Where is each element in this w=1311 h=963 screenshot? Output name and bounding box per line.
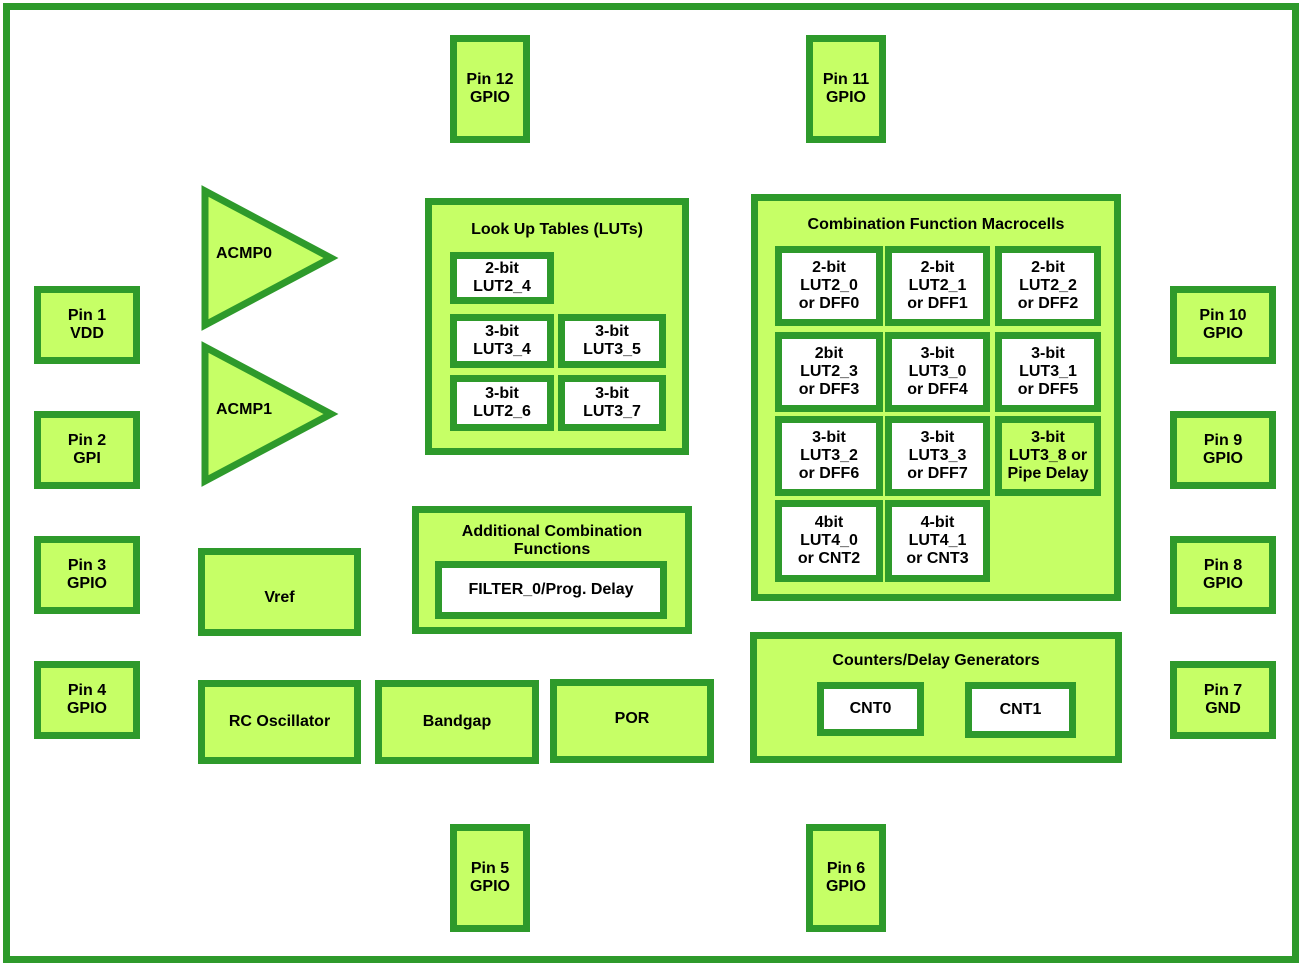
- pin-6: Pin 6 GPIO: [806, 824, 886, 932]
- pin-6-label: Pin 6 GPIO: [825, 860, 866, 895]
- counters-title: Counters/Delay Generators: [832, 652, 1040, 669]
- lut-cell: 3-bit LUT3_4: [450, 314, 554, 368]
- macrocell-label: 2-bit LUT2_2 or DFF2: [1017, 259, 1079, 312]
- macrocell-label: 3-bit LUT3_8 or Pipe Delay: [1007, 429, 1089, 482]
- filter-delay-label: FILTER_0/Prog. Delay: [468, 581, 634, 598]
- cnt1-cell: CNT1: [965, 682, 1076, 738]
- pin-9: Pin 9 GPIO: [1170, 411, 1276, 489]
- pin-1-label: Pin 1 VDD: [67, 307, 107, 342]
- pin-2: Pin 2 GPI: [34, 411, 140, 489]
- lut-cell-label: 3-bit LUT2_6: [473, 385, 531, 420]
- lut-cell: 2-bit LUT2_4: [450, 252, 554, 304]
- lut-block-title: Look Up Tables (LUTs): [471, 221, 643, 238]
- macrocell: 4bit LUT4_0 or CNT2: [775, 500, 883, 582]
- filter-delay-cell: FILTER_0/Prog. Delay: [435, 561, 667, 619]
- macrocell-label: 3-bit LUT3_0 or DFF4: [907, 345, 968, 398]
- counters-block: Counters/Delay Generators: [750, 632, 1122, 763]
- pin-8: Pin 8 GPIO: [1170, 536, 1276, 614]
- rc-oscillator-block: RC Oscillator: [198, 680, 361, 764]
- pin-10-label: Pin 10 GPIO: [1199, 307, 1247, 342]
- macrocells-title: Combination Function Macrocells: [807, 216, 1065, 233]
- macrocell: 3-bit LUT3_3 or DFF7: [885, 416, 990, 496]
- pin-2-label: Pin 2 GPI: [67, 432, 107, 467]
- macrocell-label: 2bit LUT2_3 or DFF3: [798, 345, 860, 398]
- por-block: POR: [550, 679, 714, 763]
- macrocell-label: 3-bit LUT3_1 or DFF5: [1017, 345, 1079, 398]
- additional-title: Additional Combination Functions: [461, 523, 643, 558]
- macrocell: 3-bit LUT3_1 or DFF5: [995, 332, 1101, 412]
- macrocell-label: 2-bit LUT2_0 or DFF0: [798, 259, 860, 312]
- macrocell: 2-bit LUT2_1 or DFF1: [885, 246, 990, 326]
- macrocell-label: 3-bit LUT3_2 or DFF6: [798, 429, 860, 482]
- lut-cell: 3-bit LUT3_5: [558, 314, 666, 368]
- cnt0-label: CNT0: [849, 700, 892, 717]
- pin-3: Pin 3 GPIO: [34, 536, 140, 614]
- macrocell: 2-bit LUT2_2 or DFF2: [995, 246, 1101, 326]
- macrocell: 3-bit LUT3_0 or DFF4: [885, 332, 990, 412]
- pin-12-label: Pin 12 GPIO: [466, 71, 514, 106]
- macrocell-label: 4-bit LUT4_1 or CNT3: [906, 514, 969, 567]
- macrocell: 2-bit LUT2_0 or DFF0: [775, 246, 883, 326]
- por-label: POR: [614, 710, 650, 727]
- pin-9-label: Pin 9 GPIO: [1202, 432, 1243, 467]
- macrocell: 3-bit LUT3_8 or Pipe Delay: [995, 416, 1101, 496]
- bandgap-block: Bandgap: [375, 680, 539, 764]
- lut-cell-label: 3-bit LUT3_4: [473, 323, 531, 358]
- lut-cell-label: 3-bit LUT3_5: [583, 323, 641, 358]
- pin-7: Pin 7 GND: [1170, 661, 1276, 739]
- acmp1-label: ACMP1: [216, 401, 273, 418]
- macrocell: 2bit LUT2_3 or DFF3: [775, 332, 883, 412]
- cnt0-cell: CNT0: [817, 682, 924, 736]
- acmp0-triangle: [201, 185, 339, 331]
- pin-12: Pin 12 GPIO: [450, 35, 530, 143]
- lut-cell: 3-bit LUT3_7: [558, 375, 666, 431]
- pin-11-label: Pin 11 GPIO: [822, 71, 870, 106]
- macrocell-label: 4bit LUT4_0 or CNT2: [797, 514, 861, 567]
- pin-11: Pin 11 GPIO: [806, 35, 886, 143]
- pin-5-label: Pin 5 GPIO: [469, 860, 510, 895]
- pin-7-label: Pin 7 GND: [1203, 682, 1243, 717]
- pin-5: Pin 5 GPIO: [450, 824, 530, 932]
- pin-8-label: Pin 8 GPIO: [1202, 557, 1243, 592]
- pin-4: Pin 4 GPIO: [34, 661, 140, 739]
- lut-cell-label: 3-bit LUT3_7: [583, 385, 641, 420]
- lut-cell-label: 2-bit LUT2_4: [473, 260, 531, 295]
- pin-4-label: Pin 4 GPIO: [66, 682, 107, 717]
- pin-1: Pin 1 VDD: [34, 286, 140, 364]
- macrocell: 3-bit LUT3_2 or DFF6: [775, 416, 883, 496]
- rc-oscillator-label: RC Oscillator: [228, 713, 331, 730]
- acmp1-triangle: [201, 341, 339, 487]
- pin-3-label: Pin 3 GPIO: [66, 557, 107, 592]
- acmp0-label: ACMP0: [216, 245, 273, 262]
- cnt1-label: CNT1: [999, 701, 1042, 718]
- pin-10: Pin 10 GPIO: [1170, 286, 1276, 364]
- bandgap-label: Bandgap: [422, 713, 492, 730]
- macrocell: 4-bit LUT4_1 or CNT3: [885, 500, 990, 582]
- vref-block: Vref: [198, 548, 361, 636]
- macrocell-label: 2-bit LUT2_1 or DFF1: [907, 259, 968, 312]
- vref-label: Vref: [264, 589, 295, 606]
- macrocell-label: 3-bit LUT3_3 or DFF7: [907, 429, 968, 482]
- lut-cell: 3-bit LUT2_6: [450, 375, 554, 431]
